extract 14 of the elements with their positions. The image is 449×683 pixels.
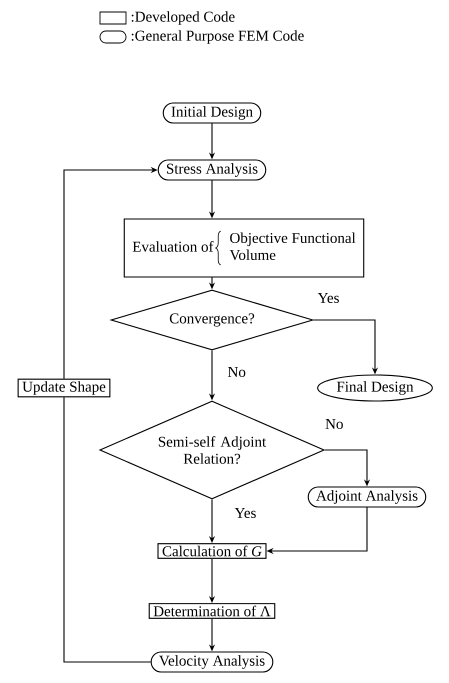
process-stadium: Stress Analysis	[158, 159, 266, 181]
process-stadium: Velocity Analysis	[150, 651, 274, 673]
terminal-oval: Final Design	[317, 374, 433, 402]
process-stadium: Adjoint Analysis	[308, 486, 426, 508]
edge-label: Yes	[316, 292, 340, 304]
edge-label: No	[226, 366, 247, 378]
legend-text: :General Purpose FEM Code	[132, 30, 304, 44]
process-box: Determination of Λ	[148, 603, 276, 619]
edge-label: No	[324, 418, 344, 430]
process-box: Update Shape	[18, 378, 110, 398]
edge-label: Yes	[234, 507, 258, 519]
process-box: Calculation of G	[157, 543, 267, 559]
legend-text: :Developed Code	[132, 11, 235, 25]
process-box: Evaluation of Objective Functional Volume	[124, 218, 364, 278]
